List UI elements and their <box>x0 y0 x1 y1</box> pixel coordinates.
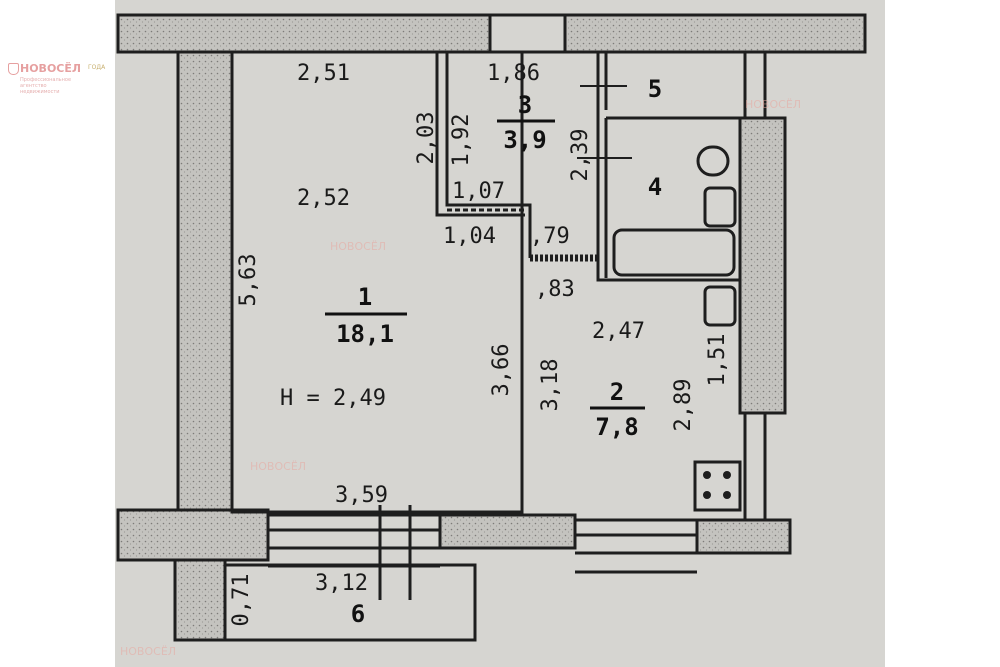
logo-title: НОВОСЁЛ <box>20 62 82 75</box>
watermark-logo: НОВОСЁЛ Профессиональное агентство недви… <box>8 60 112 95</box>
walls <box>116 13 867 642</box>
dim-r1-mid: 2,52 <box>297 186 350 211</box>
dim-r4-left: 2,39 <box>568 129 593 182</box>
ceiling-height: H = 2,49 <box>280 386 386 411</box>
dim-r2-right: 2,89 <box>671 379 696 432</box>
dimensions: 2,51 2,52 5,63 3,66 3,59 1,86 2,03 1,92 … <box>229 61 730 626</box>
room-3-number: 3 <box>518 91 532 119</box>
watermarks: НОВОСЁЛ НОВОСЁЛ НОВОСЁЛ НОВОСЁЛ <box>120 98 801 658</box>
room-lines <box>223 50 767 642</box>
room-labels: 1 18,1 2 7,8 3 3,9 4 5 6 H = 2,49 <box>280 75 662 628</box>
dim-r1-left: 5,63 <box>236 254 261 307</box>
logo-badge: ГОДА <box>88 64 106 71</box>
dim-r3-left-inner: 1,92 <box>449 114 474 167</box>
room-1-number: 1 <box>358 283 372 311</box>
dim-r3-bottom: 1,07 <box>452 179 505 204</box>
house-icon <box>8 63 19 75</box>
dim-r1-top: 2,51 <box>297 61 350 86</box>
dim-r2-left: 3,18 <box>538 359 563 412</box>
watermark-text: НОВОСЁЛ <box>250 460 306 473</box>
dim-passage-left: 1,04 <box>443 224 496 249</box>
room-1-area: 18,1 <box>336 320 394 348</box>
dim-r3-left-outer: 2,03 <box>414 112 439 165</box>
dim-r2-side: 1,51 <box>705 334 730 387</box>
watermark-text: НОВОСЁЛ <box>120 645 176 658</box>
room-5-number: 5 <box>648 75 662 103</box>
room-2-area: 7,8 <box>595 413 638 441</box>
room-3-area: 3,9 <box>503 126 546 154</box>
dim-r1-bottom: 3,59 <box>335 483 388 508</box>
room-6-number: 6 <box>351 600 365 628</box>
room-4-number: 4 <box>648 173 662 201</box>
dim-r2-top-a: ,83 <box>535 277 575 302</box>
watermark-text: НОВОСЁЛ <box>745 98 801 111</box>
stove-icon <box>703 471 731 499</box>
room-2-number: 2 <box>610 378 624 406</box>
dim-r3-top: 1,86 <box>487 61 540 86</box>
watermark-text: НОВОСЁЛ <box>330 240 386 253</box>
dim-r2-top: 2,47 <box>592 319 645 344</box>
dim-passage-right: ,79 <box>530 224 570 249</box>
leader-lines <box>577 85 632 159</box>
dim-r6-left: 0,71 <box>229 574 254 627</box>
dim-r1-right: 3,66 <box>489 344 514 397</box>
logo-subtitle: Профессиональное агентство недвижимости <box>20 77 72 95</box>
dim-r6-top: 3,12 <box>315 571 368 596</box>
